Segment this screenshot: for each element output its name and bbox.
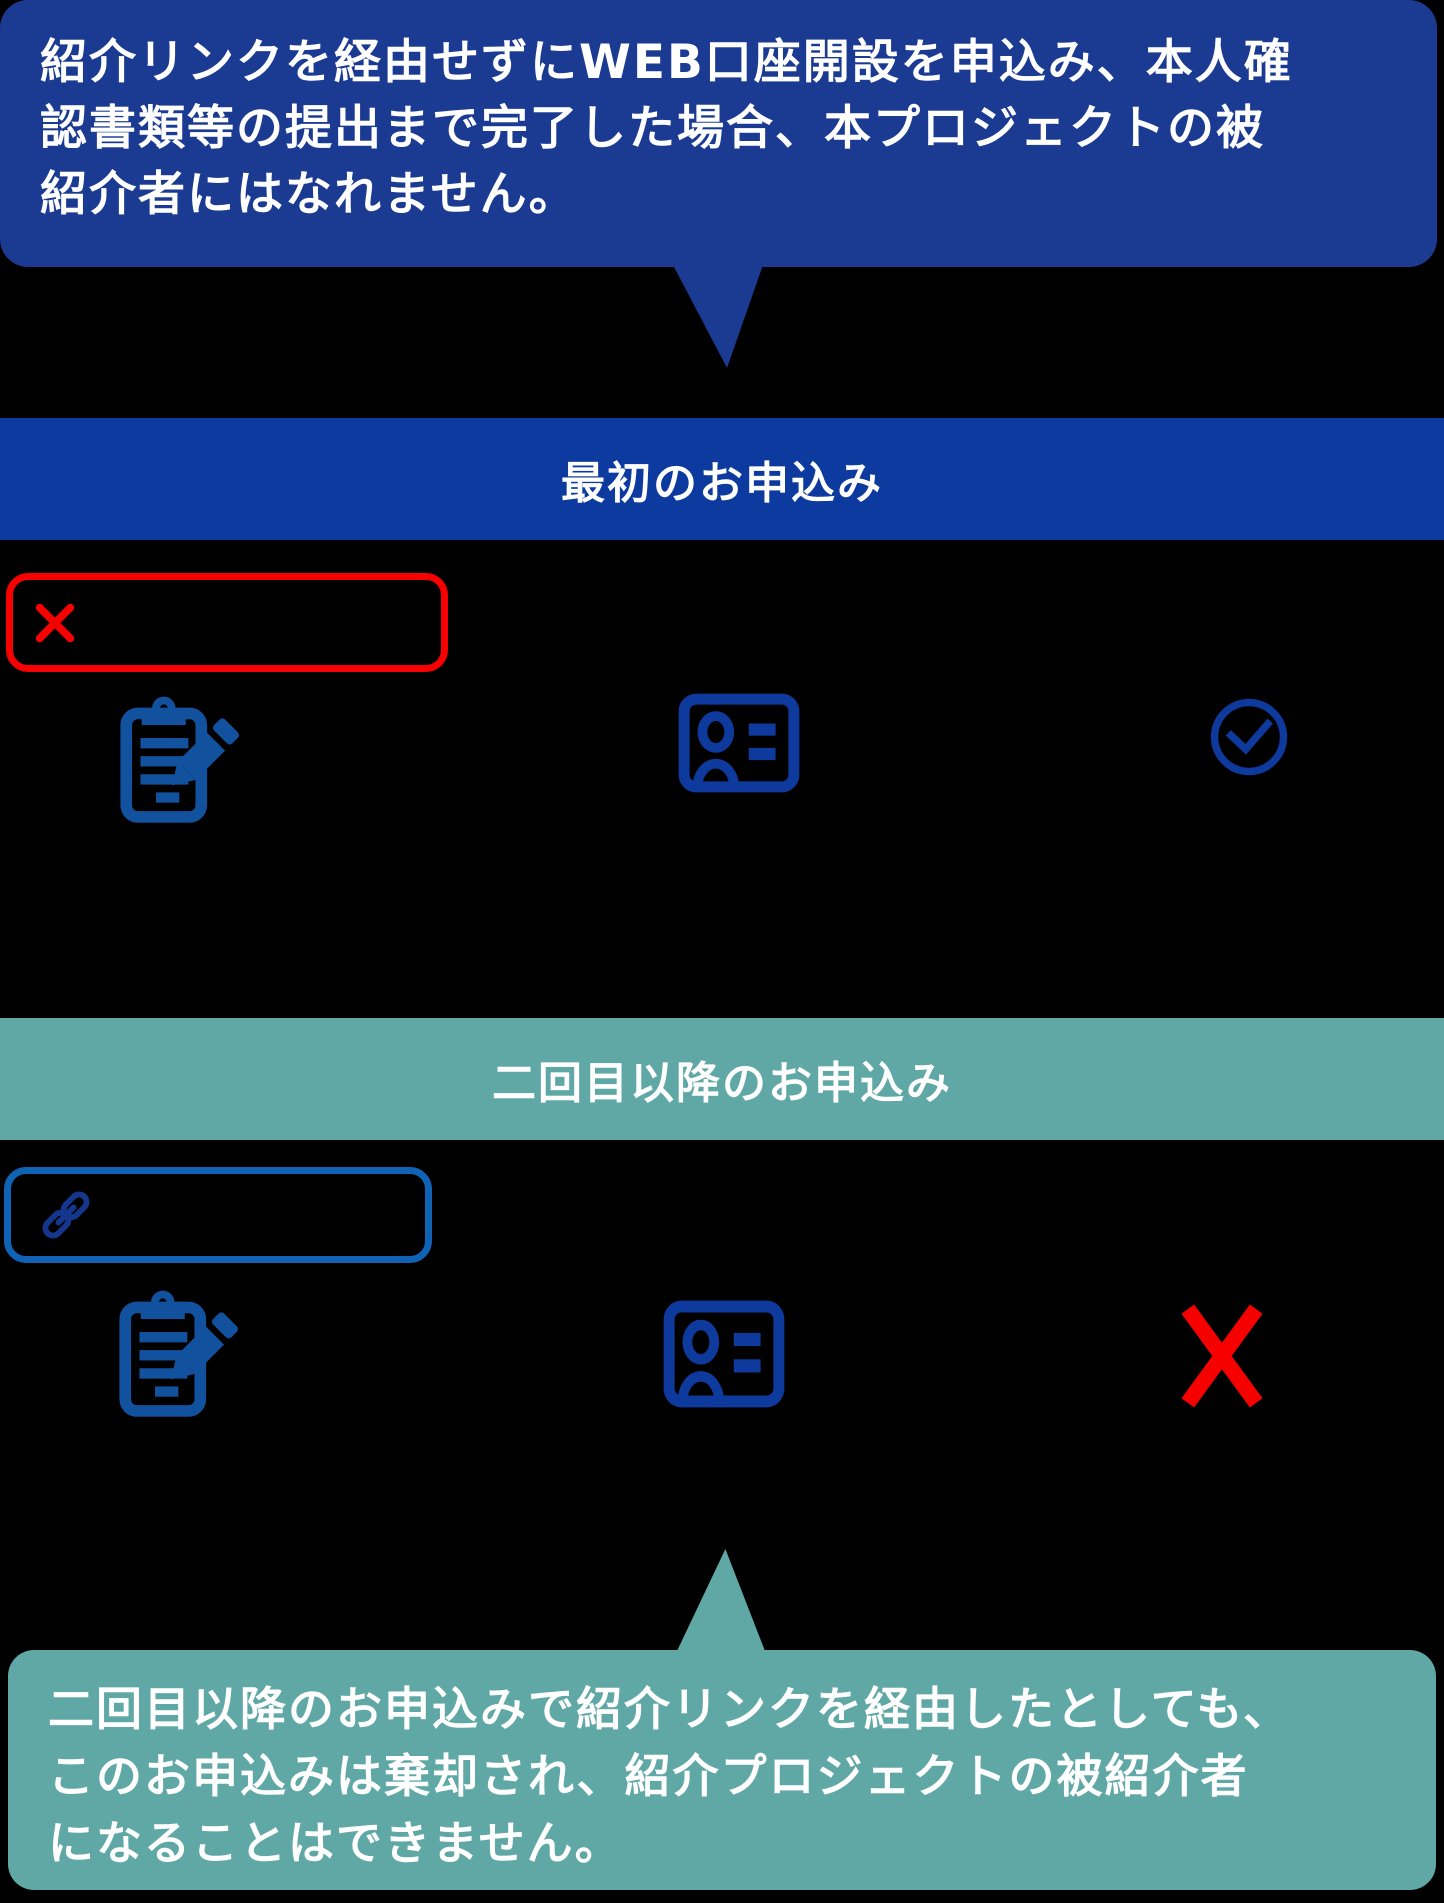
top-callout-bubble: 紹介リンクを経由せずにWEB口座開設を申込み、本人確 認書類等の提出まで完了した…: [0, 0, 1437, 267]
no-referral-link-box: [6, 573, 448, 672]
banner-first-application: 最初のお申込み: [0, 418, 1444, 540]
banner-repeat-application: 二回目以降のお申込み: [0, 1018, 1444, 1140]
link-icon: [37, 1186, 95, 1244]
bottom-callout-bubble: 二回目以降のお申込みで紹介リンクを経由したとしても、 このお申込みは棄却され、紹…: [8, 1650, 1436, 1890]
bottom-callout-text: 二回目以降のお申込みで紹介リンクを経由したとしても、 このお申込みは棄却され、紹…: [48, 1682, 1291, 1870]
banner-repeat-label: 二回目以降のお申込み: [492, 1058, 952, 1109]
check-circle-icon: [1208, 694, 1290, 780]
top-callout-text: 紹介リンクを経由せずにWEB口座開設を申込み、本人確 認書類等の提出まで完了した…: [40, 35, 1293, 222]
referral-link-box: [4, 1167, 432, 1263]
id-card-icon: [663, 1300, 785, 1408]
bottom-callout-tail: [677, 1549, 765, 1651]
top-callout-tail: [673, 265, 763, 368]
clipboard-pen-icon: [112, 694, 244, 826]
banner-first-label: 最初のお申込み: [561, 458, 883, 509]
cross-icon: [1179, 1300, 1265, 1412]
cross-icon: [31, 599, 79, 647]
clipboard-pen-icon: [111, 1288, 243, 1420]
id-card-icon: [678, 693, 800, 793]
